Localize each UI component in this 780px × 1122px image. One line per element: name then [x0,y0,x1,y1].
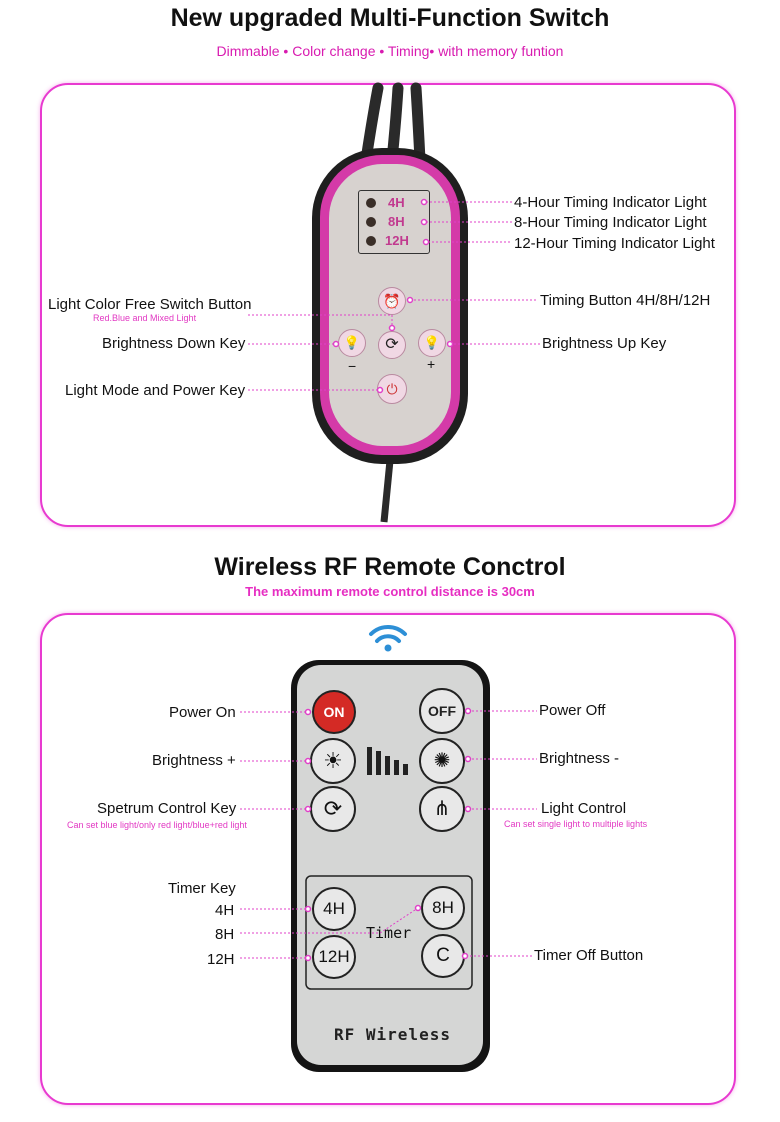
label-brightness-up: Brightness Up Key [542,335,667,352]
indicator-led-12h [366,236,376,246]
sun-dim-icon: ✺ [433,750,451,772]
label-brightness-down: Brightness Down Key [102,335,246,352]
remote-brand-label: RF Wireless [334,1025,451,1044]
remote-spectrum-button[interactable]: ⟳ [310,786,356,832]
bulb-icon: 💡 [423,335,441,350]
remote-12h-button[interactable]: 12H [312,935,356,979]
label-spectrum-sub: Can set blue light/only red light/blue+r… [67,820,247,830]
plus-sign: + [427,356,436,372]
label-timer-4h: 4H [215,902,235,919]
page-subtitle: Dimmable • Color change • Timing• with m… [216,43,564,59]
label-timer-12h: 12H [207,951,235,968]
page-title: New upgraded Multi-Function Switch [170,4,610,32]
label-8h-indicator: 8-Hour Timing Indicator Light [514,214,707,231]
label-light-control-sub: Can set single light to multiple lights [504,819,648,829]
brightness-up-button[interactable]: 💡 [418,329,446,357]
remote-off-button[interactable]: OFF [419,688,465,734]
label-12h-indicator: 12-Hour Timing Indicator Light [514,235,715,252]
label-brightness-minus: Brightness - [539,750,620,767]
cycle-icon: ⟳ [323,796,343,821]
timing-button[interactable]: ⏰ [378,287,406,315]
label-light-control: Light Control [541,800,627,817]
sun-icon: ☀ [323,748,343,773]
label-timer-off: Timer Off Button [534,947,644,964]
brightness-down-button[interactable]: 💡 [338,329,366,357]
remote-c-button[interactable]: C [421,934,465,978]
indicator-label-8h: 8H [388,214,405,229]
label-power-off: Power Off [539,702,606,719]
power-icon: ⏻ [386,381,398,397]
indicator-box [358,190,430,254]
label-timer-8h: 8H [215,926,235,943]
cycle-icon: ⟳ [385,336,399,353]
label-timer-key: Timer Key [168,880,236,897]
indicator-led-4h [366,198,376,208]
remote-brightness-minus-button[interactable]: ✺ [419,738,465,784]
switch-leader-lines [248,198,540,394]
indicator-label-12h: 12H [385,233,409,248]
remote-timer-caption: Timer [366,924,412,942]
bulb-icon: 💡 [343,335,361,350]
light-rays-icon: ⋔ [433,798,451,820]
label-power-on: Power On [169,704,236,721]
label-brightness-plus: Brightness + [152,752,236,769]
alarm-clock-icon: ⏰ [383,293,401,309]
color-switch-button[interactable]: ⟳ [378,331,406,359]
remote-title: Wireless RF Remote Conctrol [214,553,566,581]
remote-8h-button[interactable]: 8H [421,886,465,930]
label-spectrum-key: Spetrum Control Key [97,800,237,817]
label-color-switch-sub: Red.Blue and Mixed Light [93,313,197,323]
label-color-switch: Light Color Free Switch Button [48,296,252,313]
minus-sign: − [348,358,357,374]
indicator-led-8h [366,217,376,227]
remote-on-button[interactable]: ON [312,690,356,734]
indicator-label-4h: 4H [388,195,405,210]
label-timing-button: Timing Button 4H/8H/12H [540,292,711,309]
remote-brightness-plus-button[interactable]: ☀ [310,738,356,784]
remote-subtitle: The maximum remote control distance is 3… [245,584,535,599]
remote-light-control-button[interactable]: ⋔ [419,786,465,832]
label-4h-indicator: 4-Hour Timing Indicator Light [514,194,707,211]
label-power-key: Light Mode and Power Key [65,382,246,399]
remote-4h-button[interactable]: 4H [312,887,356,931]
